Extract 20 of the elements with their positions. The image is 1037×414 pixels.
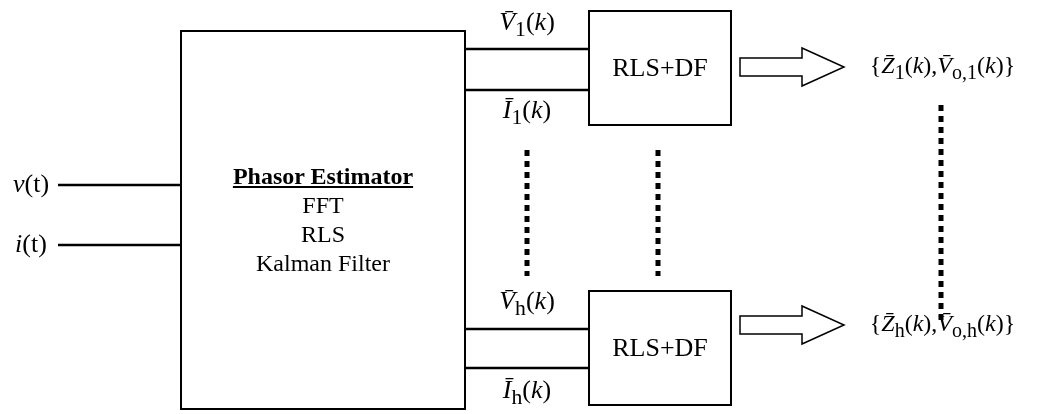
process-box [588,10,732,126]
block-arrow [739,304,846,346]
connector-line [58,243,180,247]
signal-label: v(t) [4,166,58,202]
process-box [180,30,466,410]
box-text: FFT [302,191,344,220]
box-heading: Phasor Estimator [232,162,414,192]
box-text: RLS+DF [612,332,708,364]
box-text: RLS+DF [612,52,708,84]
block-arrow [739,46,846,88]
connector-line [466,327,588,331]
signal-label: {Z̄$_{1}$(k),V̄$_{o,1}$(k)} [850,47,1035,87]
signal-label: i(t) [4,226,58,262]
process-box [588,290,732,406]
box-text: RLS [301,220,345,249]
connector-line [466,366,588,370]
connector-line [466,88,588,92]
connector-line [466,47,588,51]
connector-line [58,183,180,187]
box-text: Kalman Filter [256,248,390,278]
